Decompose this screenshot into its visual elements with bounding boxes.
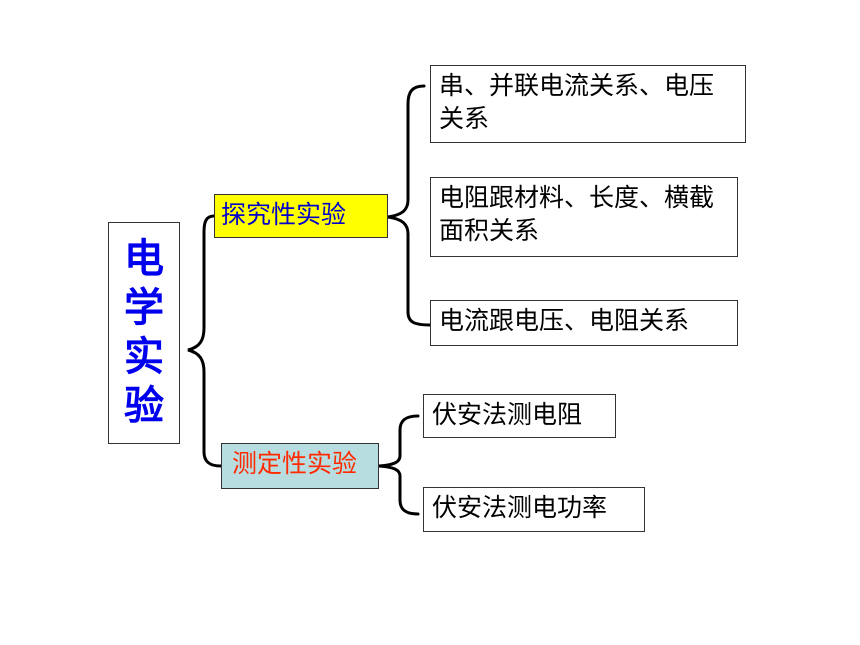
leaf-resistance-factors: 电阻跟材料、长度、横截面积关系 — [430, 177, 738, 257]
leaf-current-voltage-resistance: 电流跟电压、电阻关系 — [430, 300, 738, 346]
main-brace — [187, 214, 223, 468]
root-char: 验 — [124, 382, 164, 429]
root-char: 电 — [124, 236, 164, 283]
measure-brace — [378, 414, 420, 516]
root-char: 实 — [124, 334, 164, 380]
leaf-series-parallel-current-voltage: 串、并联电流关系、电压关系 — [430, 65, 746, 143]
category-exploratory-experiments: 探究性实验 — [214, 194, 388, 238]
root-char: 学 — [124, 285, 164, 332]
explore-brace — [387, 84, 432, 327]
leaf-voltammetry-power: 伏安法测电功率 — [423, 487, 645, 532]
root-node-electrical-experiments: 电 学 实 验 — [108, 222, 180, 444]
leaf-voltammetry-resistance: 伏安法测电阻 — [423, 394, 616, 438]
category-measurement-experiments: 测定性实验 — [221, 443, 379, 489]
